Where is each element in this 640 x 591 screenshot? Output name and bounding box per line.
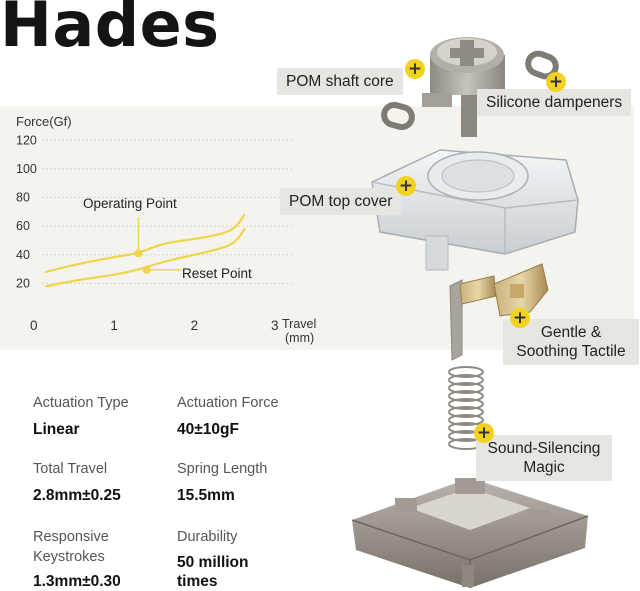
shaft-core-callout: POM shaft core xyxy=(277,68,403,95)
shaft-core-label: POM shaft core xyxy=(286,73,394,90)
spec-actuation-force-label: Actuation Force xyxy=(177,395,279,411)
silicone-dampeners-callout: Silicone dampeners xyxy=(477,89,632,116)
reset-point-marker xyxy=(142,265,151,274)
tactile-label-line2: Soothing Tactile xyxy=(516,343,626,360)
bottom-housing-part xyxy=(351,478,589,588)
spec-spring-length-label: Spring Length xyxy=(177,461,268,477)
tactile-leaf-part xyxy=(449,263,549,361)
silencing-plus-icon[interactable]: + xyxy=(474,423,494,443)
spec-durability-value-line1: 50 million xyxy=(177,554,249,571)
spec-actuation-force-value: 40±10gF xyxy=(177,421,239,438)
x-tick-label: 1 xyxy=(110,318,118,333)
silicone-dampeners-label: Silicone dampeners xyxy=(486,94,623,111)
tactile-label-line1: Gentle & xyxy=(540,324,602,341)
spec-responsive-label-line1: Responsive xyxy=(33,529,109,545)
shaft-core-part xyxy=(422,37,520,137)
product-title: Hades xyxy=(0,0,220,61)
spec-responsive-value: 1.3mm±0.30 xyxy=(33,573,121,590)
silencing-callout: Sound-Silencing Magic xyxy=(476,435,612,481)
top-cover-plus-icon[interactable]: + xyxy=(396,176,416,196)
x-tick-label: 3 xyxy=(271,318,279,333)
spec-total-travel-value: 2.8mm±0.25 xyxy=(33,487,121,504)
y-tick-label: 40 xyxy=(16,248,30,262)
top-cover-part xyxy=(371,149,579,271)
spec-actuation-type-label: Actuation Type xyxy=(33,395,129,411)
silencing-label-line2: Magic xyxy=(523,459,565,476)
y-tick-label: 120 xyxy=(16,133,37,147)
series-line-2 xyxy=(44,227,246,288)
x-tick-label: 0 xyxy=(30,318,38,333)
spec-durability-label: Durability xyxy=(177,529,238,545)
x-tick-label: 2 xyxy=(191,318,199,333)
series-line-1 xyxy=(44,213,246,274)
tactile-plus-icon[interactable]: + xyxy=(510,308,530,328)
spec-durability-value-line2: times xyxy=(177,573,218,590)
spec-responsive-label-line2: Keystrokes xyxy=(33,549,105,565)
operating-point-marker xyxy=(134,249,143,258)
spec-total-travel-label: Total Travel xyxy=(33,461,108,477)
y-tick-label: 80 xyxy=(16,191,30,205)
x-axis-label-line2: (mm) xyxy=(285,331,314,345)
x-axis-label-line1: Travel xyxy=(282,317,316,331)
y-axis-label: Force(Gf) xyxy=(16,114,72,129)
shaft-core-plus-icon[interactable]: + xyxy=(405,59,425,79)
silencing-label-line1: Sound-Silencing xyxy=(487,440,601,457)
silicone-dampeners-plus-icon[interactable]: + xyxy=(546,72,566,92)
y-tick-label: 100 xyxy=(16,162,37,176)
reset-point-label: Reset Point xyxy=(182,266,252,281)
top-cover-label: POM top cover xyxy=(289,193,393,210)
y-tick-label: 60 xyxy=(16,219,30,233)
top-cover-callout: POM top cover xyxy=(280,188,402,215)
silicone-dampeners-part xyxy=(381,50,559,131)
tactile-callout: Gentle & Soothing Tactile xyxy=(503,319,639,365)
spec-spring-length-value: 15.5mm xyxy=(177,487,235,504)
y-tick-label: 20 xyxy=(16,276,30,290)
spec-actuation-type-value: Linear xyxy=(33,421,80,438)
operating-point-label: Operating Point xyxy=(83,196,177,211)
